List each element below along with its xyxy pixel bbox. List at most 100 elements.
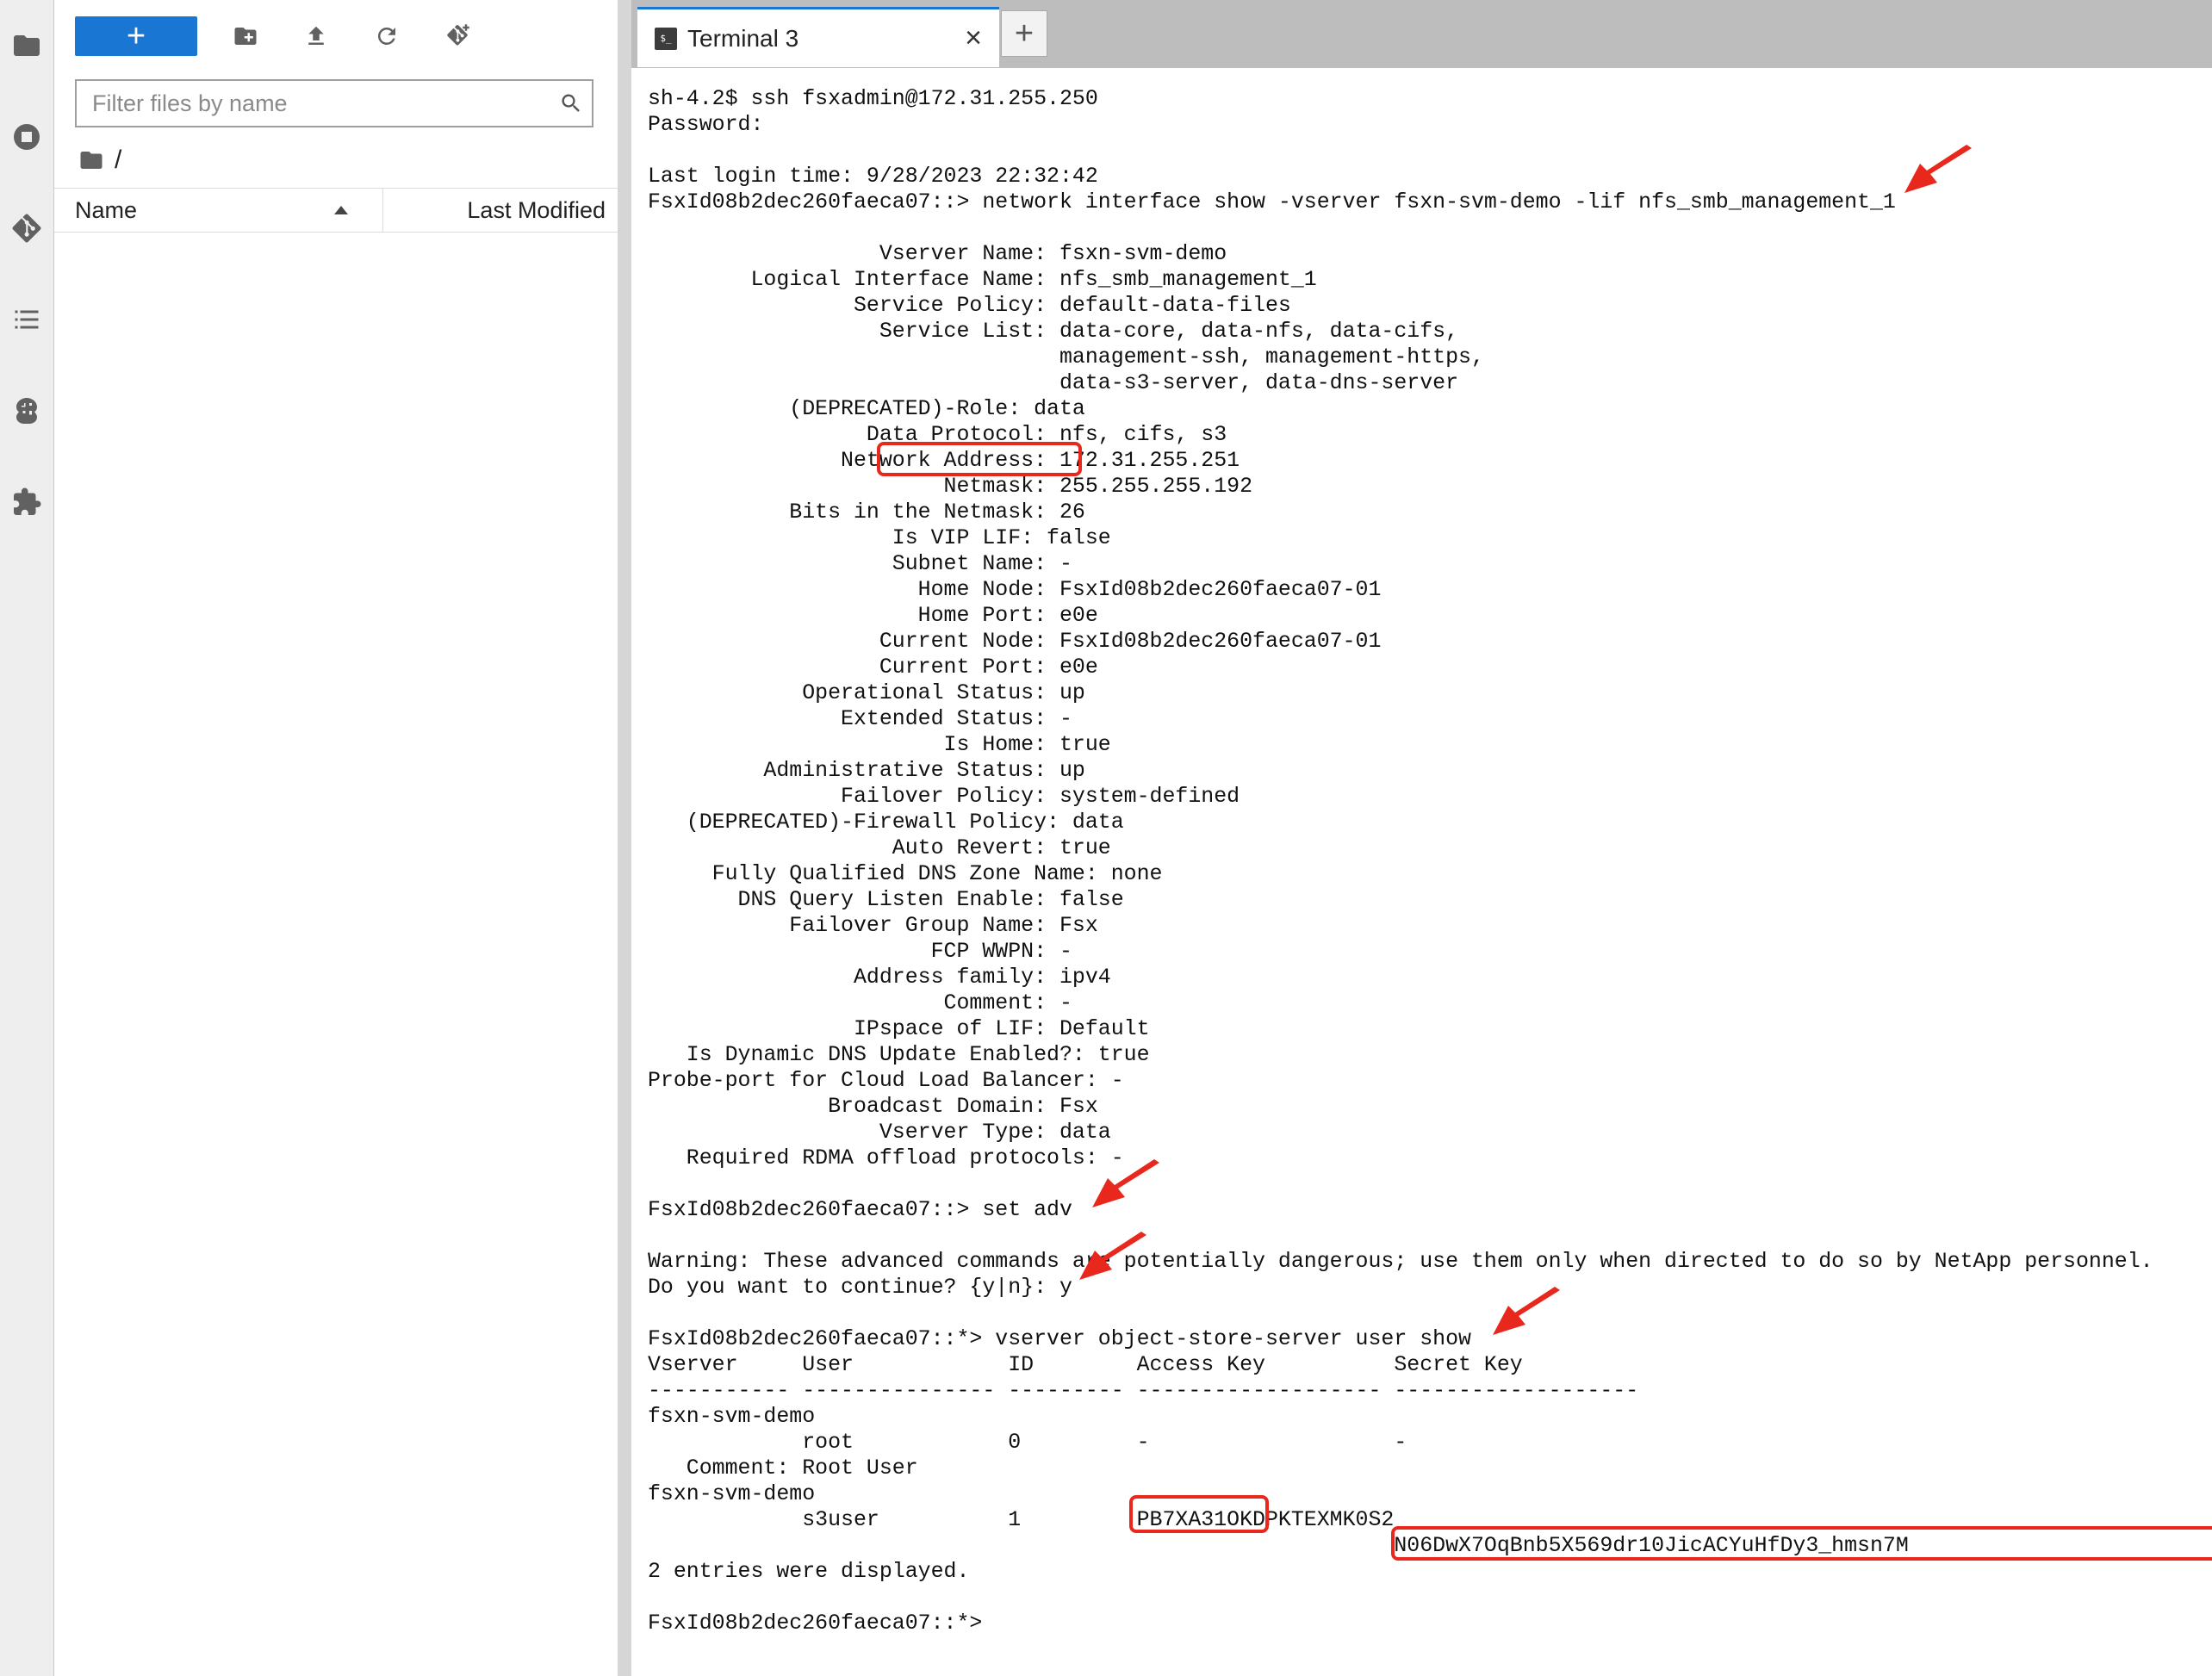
terminal-line: Vserver Type: data <box>648 1120 1111 1145</box>
file-listing-header: Name Last Modified <box>54 188 618 233</box>
sort-ascending-icon <box>334 206 348 214</box>
new-launcher-button[interactable]: + <box>75 16 197 56</box>
refresh-icon[interactable] <box>364 16 409 56</box>
terminal-line <box>648 215 2153 241</box>
main-dock-area: $_ Terminal 3 × + sh-4.2$ ssh fsxadmin@1… <box>631 0 2212 1676</box>
terminal-line: Comment: - <box>648 991 1072 1015</box>
terminal-line: Is Dynamic DNS Update Enabled?: true <box>648 1043 1150 1067</box>
panel-splitter[interactable] <box>618 0 631 1676</box>
terminal-line: (DEPRECATED)-Role: data <box>648 397 1085 421</box>
name-column-label: Name <box>75 196 138 223</box>
terminal-line: Fully Qualified DNS Zone Name: none <box>648 862 1163 886</box>
terminal-line: IPspace of LIF: Default <box>648 1017 1150 1041</box>
terminal-line: DNS Query Listen Enable: false <box>648 888 1124 912</box>
search-icon <box>550 91 592 115</box>
terminal-line: Broadcast Domain: Fsx <box>648 1095 1098 1119</box>
terminal-line <box>648 1300 2153 1326</box>
home-folder-icon[interactable] <box>78 147 104 173</box>
terminal-line: Data Protocol: nfs, cifs, s3 <box>648 423 1227 447</box>
terminal-line: Warning: These advanced commands are pot… <box>648 1250 2153 1274</box>
annotation-arrow-icon <box>1092 1159 1159 1207</box>
file-browser-folder-icon[interactable] <box>0 16 53 76</box>
terminal-line: Bits in the Netmask: 26 <box>648 500 1085 525</box>
terminal-line: Is Home: true <box>648 733 1111 757</box>
table-of-contents-icon[interactable] <box>0 289 53 350</box>
terminal-line: Subnet Name: - <box>648 552 1072 576</box>
annotation-arrow-icon <box>1904 145 1972 193</box>
close-tab-icon[interactable]: × <box>965 22 982 54</box>
filter-files-input[interactable] <box>77 81 550 126</box>
running-sessions-stop-icon[interactable] <box>0 107 53 167</box>
terminal-line: Administrative Status: up <box>648 759 1085 783</box>
terminal-line: Address family: ipv4 <box>648 965 1111 990</box>
terminal-line: Home Node: FsxId08b2dec260faeca07-01 <box>648 578 1382 602</box>
terminal-line: Password: <box>648 113 764 137</box>
terminal-line: FsxId08b2dec260faeca07::> network interf… <box>648 190 1896 214</box>
terminal-line: data-s3-server, data-dns-server <box>648 371 1459 395</box>
terminal-line <box>648 1171 2153 1197</box>
terminal-line: 2 entries were displayed. <box>648 1560 970 1584</box>
terminal-line: Netmask: 255.255.255.192 <box>648 475 1253 499</box>
terminal-line: Last login time: 9/28/2023 22:32:42 <box>648 164 1098 189</box>
highlight-secret-key <box>1391 1526 2212 1561</box>
terminal-line: Logical Interface Name: nfs_smb_manageme… <box>648 268 1317 292</box>
terminal-line: Network Address: 172.31.255.251 <box>648 449 1240 473</box>
terminal-line: Do you want to continue? {y|n}: y <box>648 1276 1072 1300</box>
terminal-line: Failover Policy: system-defined <box>648 785 1240 809</box>
terminal-line <box>648 1223 2153 1249</box>
terminal-line: ----------- --------------- --------- --… <box>648 1379 1639 1403</box>
terminal-icon: $_ <box>655 27 677 50</box>
git-clone-icon[interactable] <box>435 16 480 56</box>
terminal-line: sh-4.2$ ssh fsxadmin@172.31.255.250 <box>648 87 1098 111</box>
highlight-network-address <box>877 442 1082 476</box>
terminal-line: (DEPRECATED)-Firewall Policy: data <box>648 810 1124 835</box>
highlight-access-key <box>1129 1495 1269 1533</box>
terminal-line: Operational Status: up <box>648 681 1085 705</box>
terminal-line: fsxn-svm-demo <box>648 1405 816 1429</box>
new-folder-icon[interactable] <box>223 16 268 56</box>
terminal-line: Required RDMA offload protocols: - <box>648 1146 1124 1170</box>
tab-label: Terminal 3 <box>687 24 799 52</box>
git-icon[interactable] <box>0 198 53 258</box>
tab-terminal-3[interactable]: $_ Terminal 3 × <box>637 7 999 67</box>
annotation-arrow-icon <box>1079 1232 1146 1280</box>
name-column-header[interactable]: Name <box>54 189 383 232</box>
annotation-arrow-icon <box>1493 1287 1560 1335</box>
terminal-line <box>648 1585 2153 1611</box>
filter-files-box <box>75 79 593 127</box>
add-tab-button[interactable]: + <box>1001 10 1047 57</box>
file-browser-panel: + / Name Last Modified <box>54 0 618 1676</box>
terminal-line: FsxId08b2dec260faeca07::*> <box>648 1611 983 1636</box>
upload-icon[interactable] <box>294 16 339 56</box>
terminal-line: FsxId08b2dec260faeca07::> set adv <box>648 1198 1072 1222</box>
breadcrumb-root[interactable]: / <box>115 146 122 174</box>
breadcrumb: / <box>78 143 121 177</box>
terminal-line: Home Port: e0e <box>648 604 1098 628</box>
terminal-line: Is VIP LIF: false <box>648 526 1111 550</box>
property-inspector-brain-icon[interactable] <box>0 381 53 441</box>
last-modified-column-label: Last Modified <box>467 196 606 223</box>
terminal-line: Probe-port for Cloud Load Balancer: - <box>648 1069 1124 1093</box>
tab-bar: $_ Terminal 3 × + <box>631 0 2212 68</box>
terminal-line: FCP WWPN: - <box>648 940 1072 964</box>
terminal-line: Failover Group Name: Fsx <box>648 914 1098 938</box>
terminal-line: Comment: Root User <box>648 1456 918 1480</box>
terminal-line: Auto Revert: true <box>648 836 1111 860</box>
terminal-line: management-ssh, management-https, <box>648 345 1484 369</box>
last-modified-column-header[interactable]: Last Modified <box>383 189 618 232</box>
activity-bar <box>0 0 54 1676</box>
terminal-line: fsxn-svm-demo <box>648 1482 816 1506</box>
terminal-line: FsxId08b2dec260faeca07::*> vserver objec… <box>648 1327 1471 1351</box>
terminal-line: N06DwX7OqBnb5X569dr10JicACYuHfDy3_hmsn7M <box>648 1534 1909 1558</box>
terminal-line: Vserver User ID Access Key Secret Key <box>648 1353 1523 1377</box>
terminal-line: Current Port: e0e <box>648 655 1098 680</box>
terminal-line: Service Policy: default-data-files <box>648 294 1291 318</box>
terminal-line: root 0 - - <box>648 1431 1407 1455</box>
file-browser-toolbar: + <box>75 16 480 57</box>
terminal-line: Current Node: FsxId08b2dec260faeca07-01 <box>648 630 1382 654</box>
terminal-line: Extended Status: - <box>648 707 1072 731</box>
extension-manager-puzzle-icon[interactable] <box>0 472 53 532</box>
terminal-line: Service List: data-core, data-nfs, data-… <box>648 320 1459 344</box>
